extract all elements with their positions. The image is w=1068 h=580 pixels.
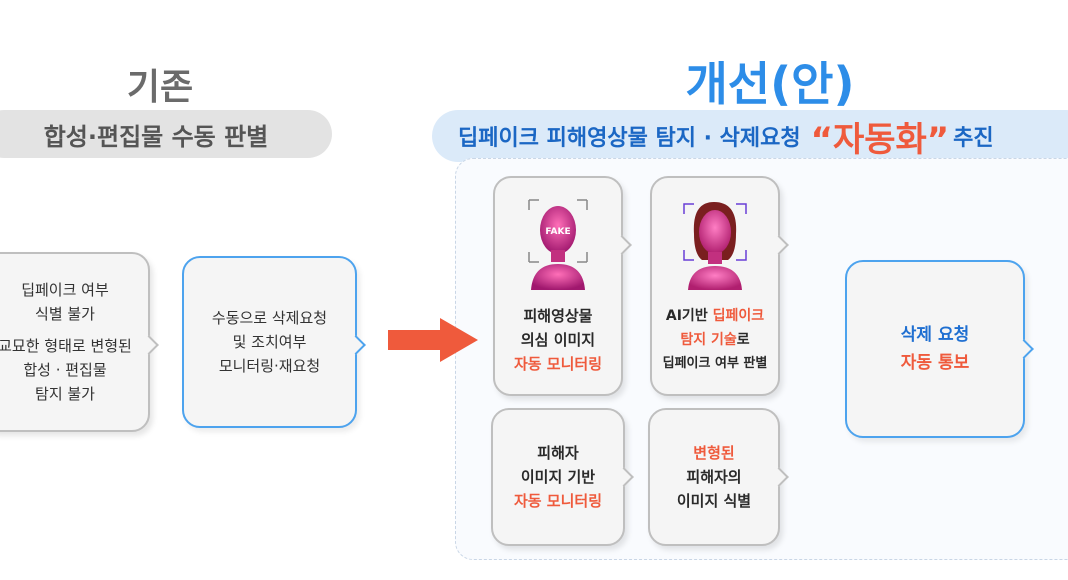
card-text-highlight: 자동 모니터링 — [513, 492, 603, 510]
card-variant-image-identify: 변형된 피해자의 이미지 식별 — [648, 408, 789, 546]
card-text-highlight: 자동 통보 — [900, 353, 970, 373]
fake-face-icon: FAKE — [528, 199, 588, 290]
card-text-line: 피해자의 — [686, 468, 742, 486]
card-text-line: AI기반 딥페이크 — [666, 304, 764, 328]
card-text-line: 탐지 기술로 — [680, 328, 749, 352]
left-banner: 합성·편집물 수동 판별 — [0, 110, 332, 158]
right-banner-prefix: 딥페이크 피해영상물 탐지 · 삭제요청 — [458, 126, 801, 151]
card-text-line: 교묘한 형태로 변형된 — [0, 337, 132, 355]
card-text-line: 피해자 — [537, 444, 579, 462]
card-victim-image-monitoring: 피해자 이미지 기반 자동 모니터링 — [491, 408, 634, 546]
card-text-black: 로 — [736, 332, 750, 348]
fake-label: FAKE — [545, 227, 570, 237]
right-banner-quoted: “자동화” — [810, 119, 950, 160]
card-text-line: 식별 불가 — [35, 305, 95, 323]
card-ai-detection: AI기반 딥페이크 탐지 기술로 딥페이크 여부 판별 — [650, 176, 789, 396]
card-text-line: 삭제 요청 — [900, 325, 970, 345]
card-text-line: 딥페이크 여부 판별 — [662, 356, 768, 371]
left-banner-text: 합성·편집물 수동 판별 — [43, 122, 269, 151]
card-text-black: AI기반 — [665, 308, 713, 324]
right-heading: 개선(안) — [685, 57, 855, 111]
card-text-line: 의심 이미지 — [520, 331, 596, 349]
card-manual-request: 수동으로 삭제요청 및 조치여부 모니터링·재요청 — [182, 256, 366, 428]
card-auto-monitoring-suspect: FAKE 피해영상물 의심 이미지 자동 모니터링 — [493, 176, 632, 396]
card-text-line: 이미지 기반 — [520, 468, 596, 486]
card-text-line: 모니터링·재요청 — [218, 357, 321, 375]
card-auto-notify: 삭제 요청 자동 통보 — [845, 260, 1034, 438]
ai-face-scan-icon — [683, 202, 747, 290]
card-text-highlight: 변형된 — [693, 444, 735, 462]
right-banner: 딥페이크 피해영상물 탐지 · 삭제요청 “자동화” 추진 — [432, 110, 1068, 162]
card-text-line: 딥페이크 여부 — [21, 281, 109, 299]
card-text-line: 합성 · 편집물 — [23, 361, 107, 379]
left-heading: 기존 — [126, 67, 194, 108]
card-text-line: 이미지 식별 — [676, 492, 752, 510]
card-text-highlight: 자동 모니터링 — [513, 355, 603, 373]
flow-arrow-icon — [388, 318, 478, 362]
card-pointer — [346, 335, 366, 355]
card-text-line: 수동으로 삭제요청 — [211, 309, 328, 327]
card-detection-unavailable: 딥페이크 여부 식별 불가 교묘한 형태로 변형된 합성 · 편집물 탐지 불가 — [0, 252, 159, 432]
card-text-line: 피해영상물 — [523, 307, 593, 325]
right-banner-suffix: 추진 — [953, 126, 994, 151]
card-text-line: 탐지 불가 — [35, 385, 95, 403]
card-text-highlight: 탐지 기술 — [680, 332, 737, 348]
card-pointer — [139, 335, 159, 355]
card-text-highlight: 딥페이크 — [712, 308, 765, 324]
card-text-line: 및 조치여부 — [232, 333, 307, 351]
